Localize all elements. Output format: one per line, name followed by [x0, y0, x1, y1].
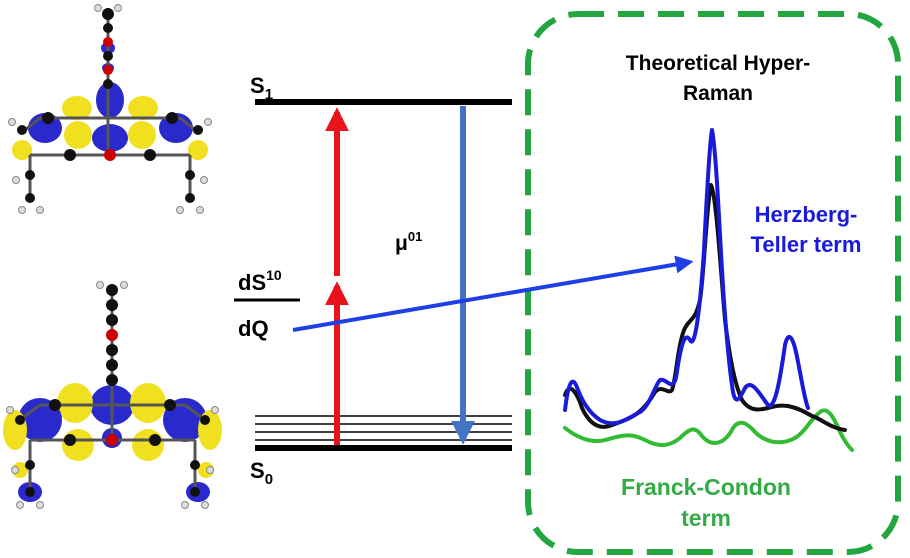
- s0-label: S0: [250, 458, 273, 488]
- molecule-bottom-orbital: [3, 281, 222, 509]
- atoms-top: [8, 4, 212, 214]
- panel-title-line1: Theoretical Hyper-: [626, 52, 810, 75]
- s1-label: S1: [250, 73, 273, 103]
- molecule-top-orbital: [8, 4, 212, 214]
- atoms-bottom: [6, 281, 219, 509]
- spectrum-panel-border: [525, 11, 901, 555]
- coupling-denominator: dQ: [238, 316, 269, 341]
- panel-title-line2: Raman: [683, 82, 753, 105]
- herzberg-teller-label-line1: Herzberg-: [755, 202, 858, 227]
- coupling-numerator: dS10: [238, 267, 282, 295]
- coupling-arrow: [292, 255, 694, 332]
- franck-condon-label-line2: term: [681, 505, 731, 531]
- vibrational-levels: [255, 415, 512, 441]
- franck-condon-spectrum: [563, 408, 854, 452]
- spectrum-curves: [563, 128, 854, 452]
- franck-condon-label-line1: Franck-Condon: [621, 474, 791, 500]
- herzberg-teller-spectrum: [563, 128, 810, 426]
- herzberg-teller-label-line2: Teller term: [751, 232, 862, 257]
- transition-dipole-label: μ01: [395, 229, 422, 255]
